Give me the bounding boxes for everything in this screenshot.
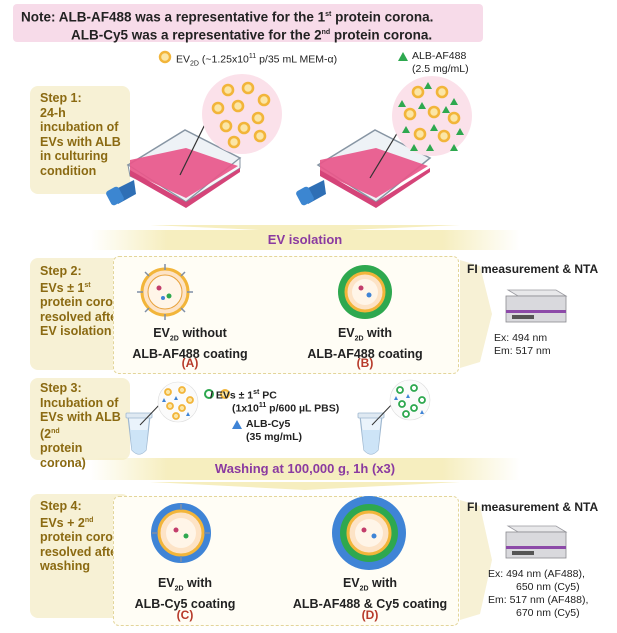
ev-pc-legend-label: / EVs ± 1st PC <box>210 389 277 402</box>
culture-flask-2 <box>296 129 432 208</box>
ev-pc-concentration: (1x1011 p/600 µL PBS) <box>232 402 340 415</box>
step-1-box <box>30 86 130 194</box>
zoom-circle-2 <box>392 76 472 156</box>
ev-legend-icon <box>158 50 172 64</box>
alb-af488-legend-icon <box>398 52 408 61</box>
washing-band <box>90 458 520 480</box>
ev-a-label: EV2D without ALB-AF488 coating <box>132 326 248 361</box>
note-line-2: ALB-Cy5 was a representative for the 2nd… <box>71 27 433 43</box>
fluorometer-1-icon <box>505 289 568 323</box>
note-box: Note: ALB-AF488 was a representative for… <box>13 4 483 43</box>
fi-1-title: FI measurement & NTA <box>467 262 599 276</box>
ev-a-particle <box>137 264 193 320</box>
tube-1-icon <box>125 412 153 455</box>
zoom-circle-1 <box>202 74 282 154</box>
step-3-box <box>30 378 130 460</box>
ev-d-particle <box>332 496 406 570</box>
ev-isolation-label: EV isolation <box>267 232 343 247</box>
alb-af488-legend-label: ALB-AF488 (2.5 mg/mL) <box>412 50 469 75</box>
ev-b-particle <box>338 265 392 319</box>
ev-c-label: EV2D with ALB-Cy5 coating <box>134 576 236 611</box>
fi-2-title: FI measurement & NTA <box>467 500 599 514</box>
ev-c-tag: (C) <box>176 608 194 622</box>
alb-cy5-legend-icon <box>232 420 242 429</box>
zoom-circle-3 <box>157 381 199 423</box>
ev-d-tag: (D) <box>361 608 379 622</box>
ev-pc-legend-icon <box>204 389 230 399</box>
ev-c-particle <box>151 503 211 563</box>
ev-d-label: EV2D with ALB-AF488 & Cy5 coating <box>292 576 448 611</box>
fi-2-values: Ex: 494 nm (AF488), 650 nm (Cy5) Em: 517… <box>488 568 589 619</box>
zoom-circle-4 <box>389 379 431 421</box>
ev-isolation-band <box>90 230 520 250</box>
ev-legend-label: EV2D (~1.25x1011 p/35 mL MEM-α) <box>176 53 338 68</box>
tube-2-icon <box>357 412 385 455</box>
ev-b-tag: (B) <box>356 356 374 370</box>
note-line-1: Note: ALB-AF488 was a representative for… <box>21 9 434 25</box>
ev-b-label: EV2D with ALB-AF488 coating <box>307 326 423 361</box>
alb-cy5-legend-label: ALB-Cy5 (35 mg/mL) <box>246 418 303 443</box>
ev-a-tag: (A) <box>181 356 199 370</box>
fluorometer-2-icon <box>505 525 568 559</box>
washing-label: Washing at 100,000 g, 1h (x3) <box>214 461 396 476</box>
